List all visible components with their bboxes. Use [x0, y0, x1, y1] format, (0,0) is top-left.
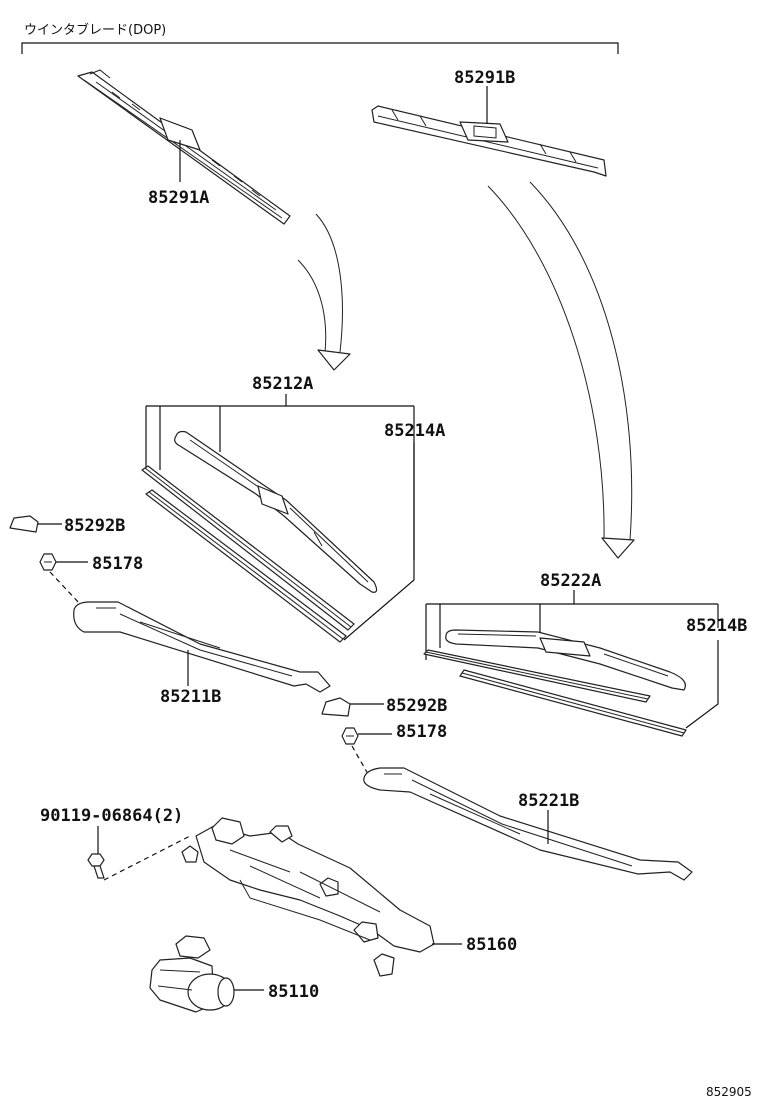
label-85110: 85110	[268, 982, 319, 1002]
dash-85178-left	[49, 571, 81, 605]
wiper-blade-85212A[interactable]	[174, 430, 378, 593]
cap-85292B-left[interactable]	[9, 515, 39, 533]
dash-85178-right	[351, 745, 369, 775]
winter-blade-85291B[interactable]	[371, 105, 607, 177]
label-85211B: 85211B	[160, 687, 221, 707]
label-85292B-left: 85292B	[64, 516, 125, 536]
label-85178-right: 85178	[396, 722, 447, 742]
bolt-90119-06864[interactable]	[87, 853, 105, 879]
label-85214B: 85214B	[686, 616, 747, 636]
replacement-arrow-right	[487, 181, 635, 559]
wiper-arm-85211B[interactable]	[73, 601, 331, 693]
label-85291A: 85291A	[148, 188, 209, 208]
wiper-arm-85221B[interactable]	[363, 767, 693, 881]
dash-bolt	[103, 835, 191, 881]
wiper-blade-85222A[interactable]	[445, 629, 686, 691]
label-85178-left: 85178	[92, 554, 143, 574]
leader-85214A	[343, 442, 415, 641]
label-85292B-right: 85292B	[386, 696, 447, 716]
winter-blade-85291A[interactable]	[77, 69, 291, 225]
winter-blade-header: ウインタブレード(DOP)	[21, 22, 619, 54]
bracket-85222A	[425, 590, 719, 660]
wiper-motor-85110[interactable]	[149, 935, 235, 1013]
blade-rubber-85214A[interactable]	[141, 465, 355, 643]
wiper-link-85160[interactable]	[181, 817, 435, 977]
label-90119-06864: 90119-06864(2)	[40, 806, 183, 826]
header-title: ウインタブレード(DOP)	[24, 22, 166, 38]
label-85160: 85160	[466, 935, 517, 955]
label-85214A: 85214A	[384, 421, 445, 441]
label-85212A: 85212A	[252, 374, 313, 394]
header-bracket	[21, 42, 619, 54]
nut-85178-left[interactable]	[39, 553, 57, 571]
blade-rubber-85214B[interactable]	[423, 649, 687, 737]
label-85222A: 85222A	[540, 571, 601, 591]
label-85291B: 85291B	[454, 68, 515, 88]
bracket-85212A	[145, 394, 415, 560]
leader-85214B	[685, 640, 719, 729]
figure-id: 852905	[706, 1085, 752, 1099]
replacement-arrow-left	[297, 213, 351, 371]
label-85221B: 85221B	[518, 791, 579, 811]
cap-85292B-right[interactable]	[321, 697, 351, 717]
nut-85178-right[interactable]	[341, 727, 359, 745]
